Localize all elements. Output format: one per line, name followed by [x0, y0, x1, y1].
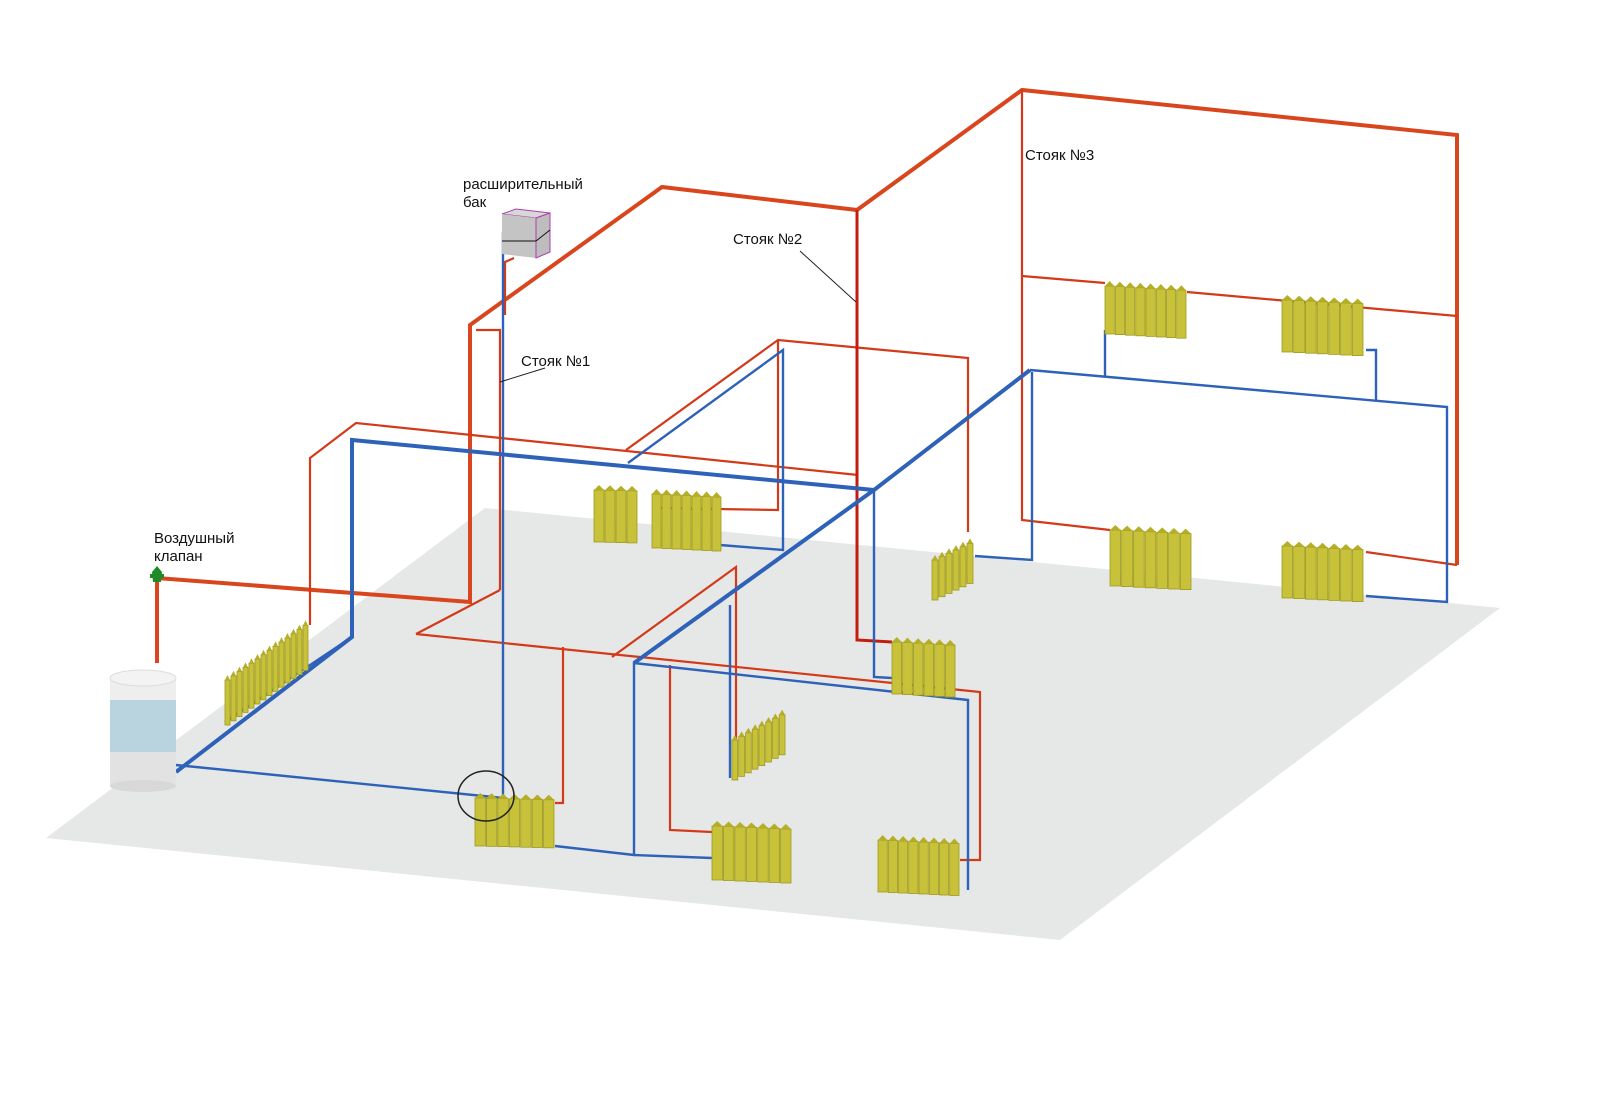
radiator-rear-left-a: [593, 485, 638, 544]
riser-1-leader-line: [499, 367, 546, 383]
riser-2-pipe: [855, 210, 893, 644]
expansion-tank-label: расширительный бак: [463, 176, 583, 211]
highlight-circle-marker: [457, 770, 515, 822]
boiler: [109, 669, 177, 792]
riser-1-supply-branch: [476, 328, 502, 590]
riser-3-upper-branch: [1021, 274, 1106, 285]
return-branch-rear: [627, 347, 785, 552]
supply-drop-front-radiator: [555, 647, 565, 805]
radiator-upper-left: [1104, 281, 1187, 339]
radiator-riser-2: [891, 637, 956, 698]
supply-drop-rear-radiators: [653, 340, 780, 512]
riser-3-return-drop: [974, 372, 1034, 562]
radiator-lower-rear-left: [1109, 525, 1192, 590]
air-valve-label: Воздушный клапан: [154, 530, 235, 565]
radiator-front-right: [877, 835, 960, 896]
radiator-lower-rear-right: [1281, 541, 1364, 602]
radiator-rear-left-b: [651, 489, 722, 552]
riser-2-label: Стояк №2: [733, 231, 803, 248]
radiator-upper-right: [1281, 295, 1364, 357]
riser-2-leader-line: [799, 250, 857, 303]
radiators: [224, 281, 1364, 896]
riser-2-return-pipe: [872, 490, 893, 680]
return-front-mid-link: [633, 853, 713, 860]
riser-3-lower-right-branch: [1365, 550, 1458, 567]
supply-branch-center: [611, 564, 738, 740]
riser-3-return-loop: [1029, 368, 1449, 604]
expansion-tank: [501, 208, 551, 259]
return-main-pipe: [174, 368, 1032, 774]
riser-3-upper-right-return: [1366, 348, 1378, 400]
radiator-front-mid: [711, 821, 792, 884]
return-center-diagonal: [632, 488, 876, 665]
supply-drop-front-mid: [668, 665, 713, 834]
supply-diagonal-front: [415, 589, 501, 635]
riser-3-label: Стояк №3: [1025, 147, 1095, 164]
supply-branch-left: [308, 421, 859, 625]
tank-supply-link: [503, 256, 515, 315]
radiator-left-diagonal: [224, 620, 309, 726]
riser-1-label: Стояк №1: [521, 353, 591, 370]
radiator-front-circle: [474, 793, 555, 849]
radiator-center-side: [731, 709, 786, 781]
pipe-network: [155, 87, 1459, 890]
supply-main-pipe: [155, 87, 1459, 663]
supply-branch-rear: [625, 338, 970, 532]
supply-branch-front: [415, 632, 982, 862]
radiator-riser-2-side: [931, 538, 974, 601]
riser-3-pipe: [1020, 90, 1111, 532]
air-valve-icon: [150, 566, 164, 582]
